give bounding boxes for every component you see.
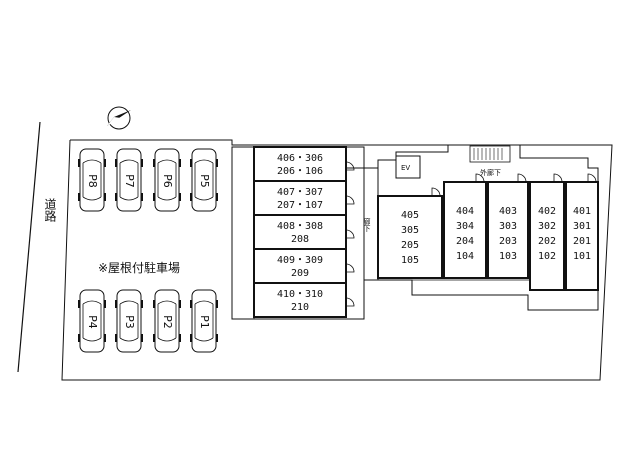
ev-label: EV bbox=[401, 164, 410, 172]
west-unit-numbers-upper: 410・310 bbox=[277, 289, 323, 300]
unit-number: 301 bbox=[573, 221, 591, 232]
parking-label: P4 bbox=[86, 315, 99, 329]
door-swing-icon bbox=[345, 297, 355, 307]
unit-number: 305 bbox=[401, 225, 419, 236]
parking-label: P8 bbox=[86, 174, 99, 188]
parking-label: P1 bbox=[198, 315, 211, 329]
west-unit: 408・308 208 bbox=[253, 214, 355, 250]
unit-number: 204 bbox=[456, 236, 474, 247]
parking-label: P3 bbox=[123, 315, 136, 329]
door-swing-icon bbox=[345, 263, 355, 273]
west-unit-numbers-upper: 409・309 bbox=[277, 255, 323, 266]
road-label: 道路 bbox=[43, 198, 57, 223]
unit-number: 304 bbox=[456, 221, 474, 232]
west-unit-numbers-upper: 406・306 bbox=[277, 153, 323, 164]
corridor-label-inner: 廊下 bbox=[363, 217, 371, 233]
door-swing-icon bbox=[553, 173, 563, 183]
unit-number: 203 bbox=[499, 236, 517, 247]
parking-space-p6: P6 bbox=[153, 148, 181, 212]
west-unit: 410・310 210 bbox=[253, 282, 355, 318]
parking-space-p4: P4 bbox=[78, 289, 106, 353]
west-unit-numbers-upper: 407・307 bbox=[277, 187, 323, 198]
east-unit: 403 303 203 103 bbox=[487, 173, 529, 279]
west-unit: 409・309 209 bbox=[253, 248, 355, 284]
door-swing-icon bbox=[345, 195, 355, 205]
parking-label: P2 bbox=[161, 315, 174, 329]
west-unit-numbers-lower: 209 bbox=[291, 268, 309, 279]
unit-number: 103 bbox=[499, 251, 517, 262]
unit-number: 101 bbox=[573, 251, 591, 262]
west-unit-numbers-lower: 207・107 bbox=[277, 200, 323, 211]
unit-number: 401 bbox=[573, 206, 591, 217]
west-unit: 407・307 207・107 bbox=[253, 180, 355, 216]
door-swing-icon bbox=[345, 161, 355, 171]
parking-note: ※屋根付駐車場 bbox=[98, 260, 180, 275]
west-unit: 406・306 206・106 bbox=[253, 146, 355, 182]
unit-number: 205 bbox=[401, 240, 419, 251]
east-unit: 401 301 201 101 bbox=[565, 173, 599, 291]
east-unit: 402 302 202 102 bbox=[529, 173, 565, 291]
car-icon bbox=[115, 289, 143, 353]
unit-number: 102 bbox=[538, 251, 556, 262]
unit-number: 405 bbox=[401, 210, 419, 221]
west-unit-numbers-lower: 210 bbox=[291, 302, 309, 313]
car-icon bbox=[78, 148, 106, 212]
unit-number: 201 bbox=[573, 236, 591, 247]
west-unit-numbers-lower: 206・106 bbox=[277, 166, 323, 177]
east-unit: 405 305 205 105 bbox=[377, 187, 443, 279]
east-unit: 404 304 204 104 bbox=[443, 173, 487, 279]
unit-number: 303 bbox=[499, 221, 517, 232]
parking-label: P5 bbox=[198, 174, 211, 188]
door-swing-icon bbox=[345, 229, 355, 239]
unit-number: 105 bbox=[401, 255, 419, 266]
car-icon bbox=[190, 148, 218, 212]
unit-number: 202 bbox=[538, 236, 556, 247]
parking-space-p7: P7 bbox=[115, 148, 143, 212]
stairs-icon bbox=[469, 145, 511, 163]
parking-label: P6 bbox=[161, 174, 174, 188]
west-unit-stack: 406・306206・106407・307207・107408・30820840… bbox=[253, 146, 355, 318]
corridor-label-outer: 外廊下 bbox=[480, 168, 501, 177]
east-unit-row: 405 305 205 105 404 304 204 104 403 303 203 103 402 3… bbox=[377, 173, 599, 291]
parking-space-p3: P3 bbox=[115, 289, 143, 353]
car-icon bbox=[115, 148, 143, 212]
door-swing-icon bbox=[587, 173, 597, 183]
parking-space-p2: P2 bbox=[153, 289, 181, 353]
door-swing-icon bbox=[517, 173, 527, 183]
parking-space-p1: P1 bbox=[190, 289, 218, 353]
west-unit-numbers-upper: 408・308 bbox=[277, 221, 323, 232]
parking-space-p8: P8 bbox=[78, 148, 106, 212]
unit-number: 302 bbox=[538, 221, 556, 232]
door-swing-icon bbox=[431, 187, 441, 197]
road-line bbox=[17, 121, 41, 373]
car-icon bbox=[190, 289, 218, 353]
site-boundary bbox=[61, 139, 613, 381]
unit-number: 402 bbox=[538, 206, 556, 217]
car-icon bbox=[78, 289, 106, 353]
parking-row-bottom: P4 P3 P2 P1 bbox=[78, 289, 218, 353]
parking-row-top: P8 P7 P6 P5 bbox=[78, 148, 218, 212]
car-icon bbox=[153, 148, 181, 212]
west-unit-numbers-lower: 208 bbox=[291, 234, 309, 245]
parking-space-p5: P5 bbox=[190, 148, 218, 212]
unit-number: 403 bbox=[499, 206, 517, 217]
car-icon bbox=[153, 289, 181, 353]
parking-label: P7 bbox=[123, 174, 136, 188]
compass-icon bbox=[107, 106, 131, 130]
door-swing-icon bbox=[475, 173, 485, 183]
unit-number: 104 bbox=[456, 251, 474, 262]
unit-number: 404 bbox=[456, 206, 474, 217]
